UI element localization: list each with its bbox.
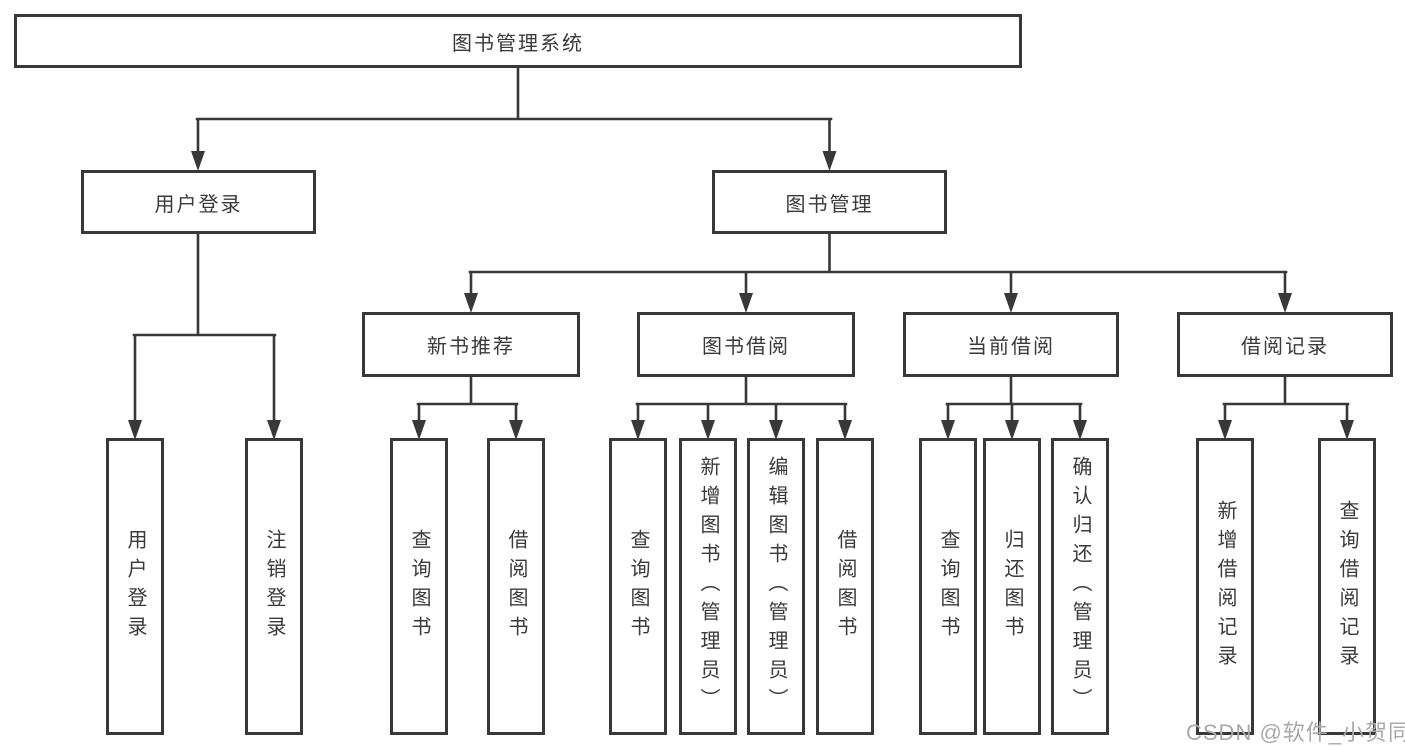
node-label: 查询图书 bbox=[937, 528, 959, 645]
leaf-query-books-borrow: 查询图书 bbox=[609, 438, 667, 735]
node-user-login: 用户登录 bbox=[81, 170, 316, 234]
node-label: 图书管理系统 bbox=[452, 32, 584, 55]
connector-root-to-level2 bbox=[195, 66, 833, 158]
node-current-borrow: 当前借阅 bbox=[903, 312, 1119, 377]
leaf-logout: 注销登录 bbox=[245, 438, 303, 735]
connector-bookmgmt-to-level3 bbox=[468, 232, 1288, 300]
node-label: 用户登录 bbox=[124, 528, 146, 645]
node-library-management-system: 图书管理系统 bbox=[14, 14, 1022, 68]
node-label: 查询借阅记录 bbox=[1336, 499, 1358, 674]
arrowhead-icon bbox=[769, 420, 783, 440]
watermark: CSDN @软件_小贺同学 bbox=[1186, 720, 1405, 745]
arrowhead-icon bbox=[1218, 420, 1232, 440]
arrowhead-icon bbox=[838, 420, 852, 440]
arrowhead-icon bbox=[464, 293, 478, 313]
node-borrow-records: 借阅记录 bbox=[1177, 312, 1393, 377]
node-book-borrow: 图书借阅 bbox=[637, 312, 855, 377]
arrowhead-icon bbox=[412, 420, 426, 440]
node-label: 查询图书 bbox=[408, 528, 430, 645]
arrowhead-icon bbox=[267, 420, 281, 440]
connector-newbook-to-leaves bbox=[416, 375, 519, 427]
arrowhead-icon bbox=[822, 151, 837, 171]
arrowhead-icon bbox=[509, 420, 523, 440]
node-label: 用户登录 bbox=[154, 193, 243, 216]
arrowhead-icon bbox=[701, 420, 715, 440]
connector-records-to-leaves bbox=[1222, 375, 1350, 427]
node-label: 注销登录 bbox=[263, 528, 285, 645]
leaf-add-books-admin: 新增图书（管理员） bbox=[679, 438, 737, 735]
connector-bookborrow-to-leaves bbox=[635, 375, 848, 427]
node-label: 新书推荐 bbox=[427, 336, 515, 358]
arrowhead-icon bbox=[941, 420, 955, 440]
node-label: 查询图书 bbox=[627, 528, 649, 645]
leaf-confirm-return-admin: 确认归还（管理员） bbox=[1051, 438, 1109, 735]
leaf-add-borrow-record: 新增借阅记录 bbox=[1196, 438, 1254, 735]
node-label: 确认归还（管理员） bbox=[1069, 456, 1091, 717]
arrowhead-icon bbox=[128, 420, 142, 440]
arrowhead-icon bbox=[1340, 420, 1354, 440]
arrowhead-icon bbox=[631, 420, 645, 440]
leaf-return-books: 归还图书 bbox=[983, 438, 1041, 735]
node-label: 借阅图书 bbox=[834, 528, 856, 645]
leaf-query-books-current: 查询图书 bbox=[919, 438, 977, 735]
node-label: 图书管理 bbox=[785, 193, 874, 216]
leaf-query-borrow-record: 查询借阅记录 bbox=[1318, 438, 1376, 735]
node-label: 新增图书（管理员） bbox=[697, 456, 719, 717]
node-label: 当前借阅 bbox=[967, 336, 1055, 358]
arrowhead-icon bbox=[1004, 293, 1018, 313]
node-book-management: 图书管理 bbox=[712, 170, 947, 234]
node-new-book-recommend: 新书推荐 bbox=[362, 312, 580, 377]
arrowhead-icon bbox=[1073, 420, 1087, 440]
arrowhead-icon bbox=[1278, 293, 1292, 313]
node-label: 编辑图书（管理员） bbox=[765, 456, 787, 717]
node-label: 借阅记录 bbox=[1241, 336, 1329, 358]
node-label: 新增借阅记录 bbox=[1214, 499, 1236, 674]
leaf-query-books-recommend: 查询图书 bbox=[390, 438, 448, 735]
node-label: 借阅图书 bbox=[505, 528, 527, 645]
connector-userlogin-to-leaves bbox=[132, 232, 277, 427]
leaf-edit-books-admin: 编辑图书（管理员） bbox=[747, 438, 805, 735]
arrowhead-icon bbox=[191, 151, 205, 171]
node-label: 归还图书 bbox=[1001, 528, 1023, 645]
connector-currentborrow-to-leaves bbox=[945, 375, 1083, 427]
leaf-borrow-books-recommend: 借阅图书 bbox=[487, 438, 545, 735]
leaf-user-login: 用户登录 bbox=[106, 438, 164, 735]
leaf-borrow-books: 借阅图书 bbox=[816, 438, 874, 735]
node-label: 图书借阅 bbox=[702, 336, 790, 358]
arrowhead-icon bbox=[1005, 420, 1019, 440]
arrowhead-icon bbox=[739, 293, 753, 313]
